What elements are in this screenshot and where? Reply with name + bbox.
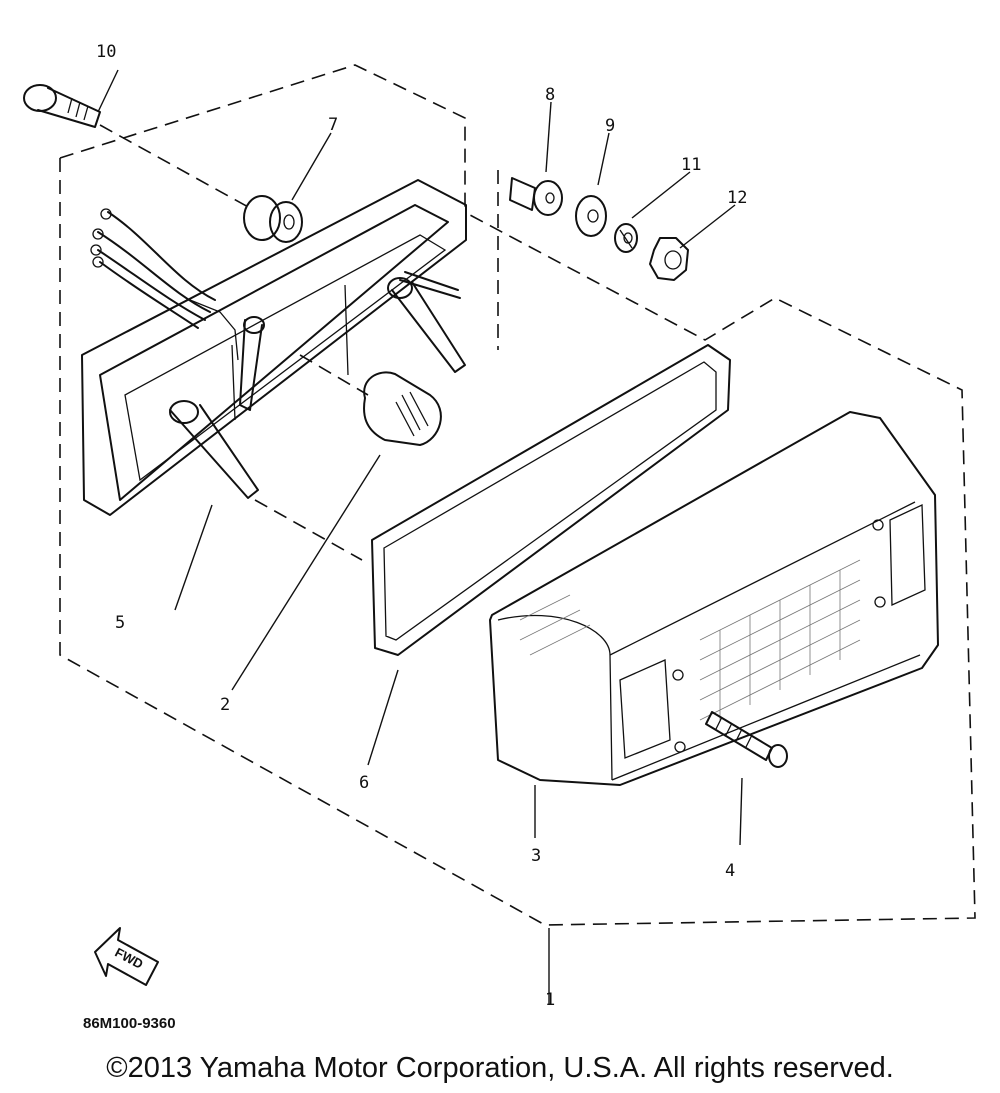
callout-4: 4	[725, 861, 735, 881]
callout-10: 10	[96, 42, 116, 62]
drawing-code: 86M100-9360	[83, 1015, 176, 1032]
lens-texture	[519, 559, 861, 721]
leader-lines	[97, 69, 743, 1005]
part-9-washer	[575, 195, 607, 237]
part-2-bulb	[363, 371, 442, 446]
assembly-outline-front	[59, 64, 976, 926]
copyright-notice: ©2013 Yamaha Motor Corporation, U.S.A. A…	[106, 1052, 894, 1084]
fwd-arrow: FWD	[94, 927, 159, 986]
callout-8: 8	[545, 85, 555, 105]
callout-6: 6	[359, 773, 369, 793]
callout-2: 2	[220, 695, 230, 715]
callout-1: 1	[545, 990, 555, 1010]
part-10-bolt	[23, 84, 101, 128]
callout-9: 9	[605, 116, 615, 136]
part-11-lock-washer	[614, 223, 638, 253]
part-3-lens	[489, 411, 939, 786]
part-8-collar	[509, 177, 563, 216]
part-12-nut	[649, 237, 689, 281]
callout-7: 7	[328, 115, 338, 135]
callout-11: 11	[681, 155, 701, 175]
callout-3: 3	[531, 846, 541, 866]
part-7-grommet	[243, 195, 303, 243]
fwd-label: FWD	[113, 945, 146, 972]
part-6-gasket	[371, 344, 731, 656]
part-5-housing	[81, 179, 467, 516]
part-4-screw	[705, 711, 788, 768]
callout-12: 12	[727, 188, 747, 208]
callout-5: 5	[115, 613, 125, 633]
